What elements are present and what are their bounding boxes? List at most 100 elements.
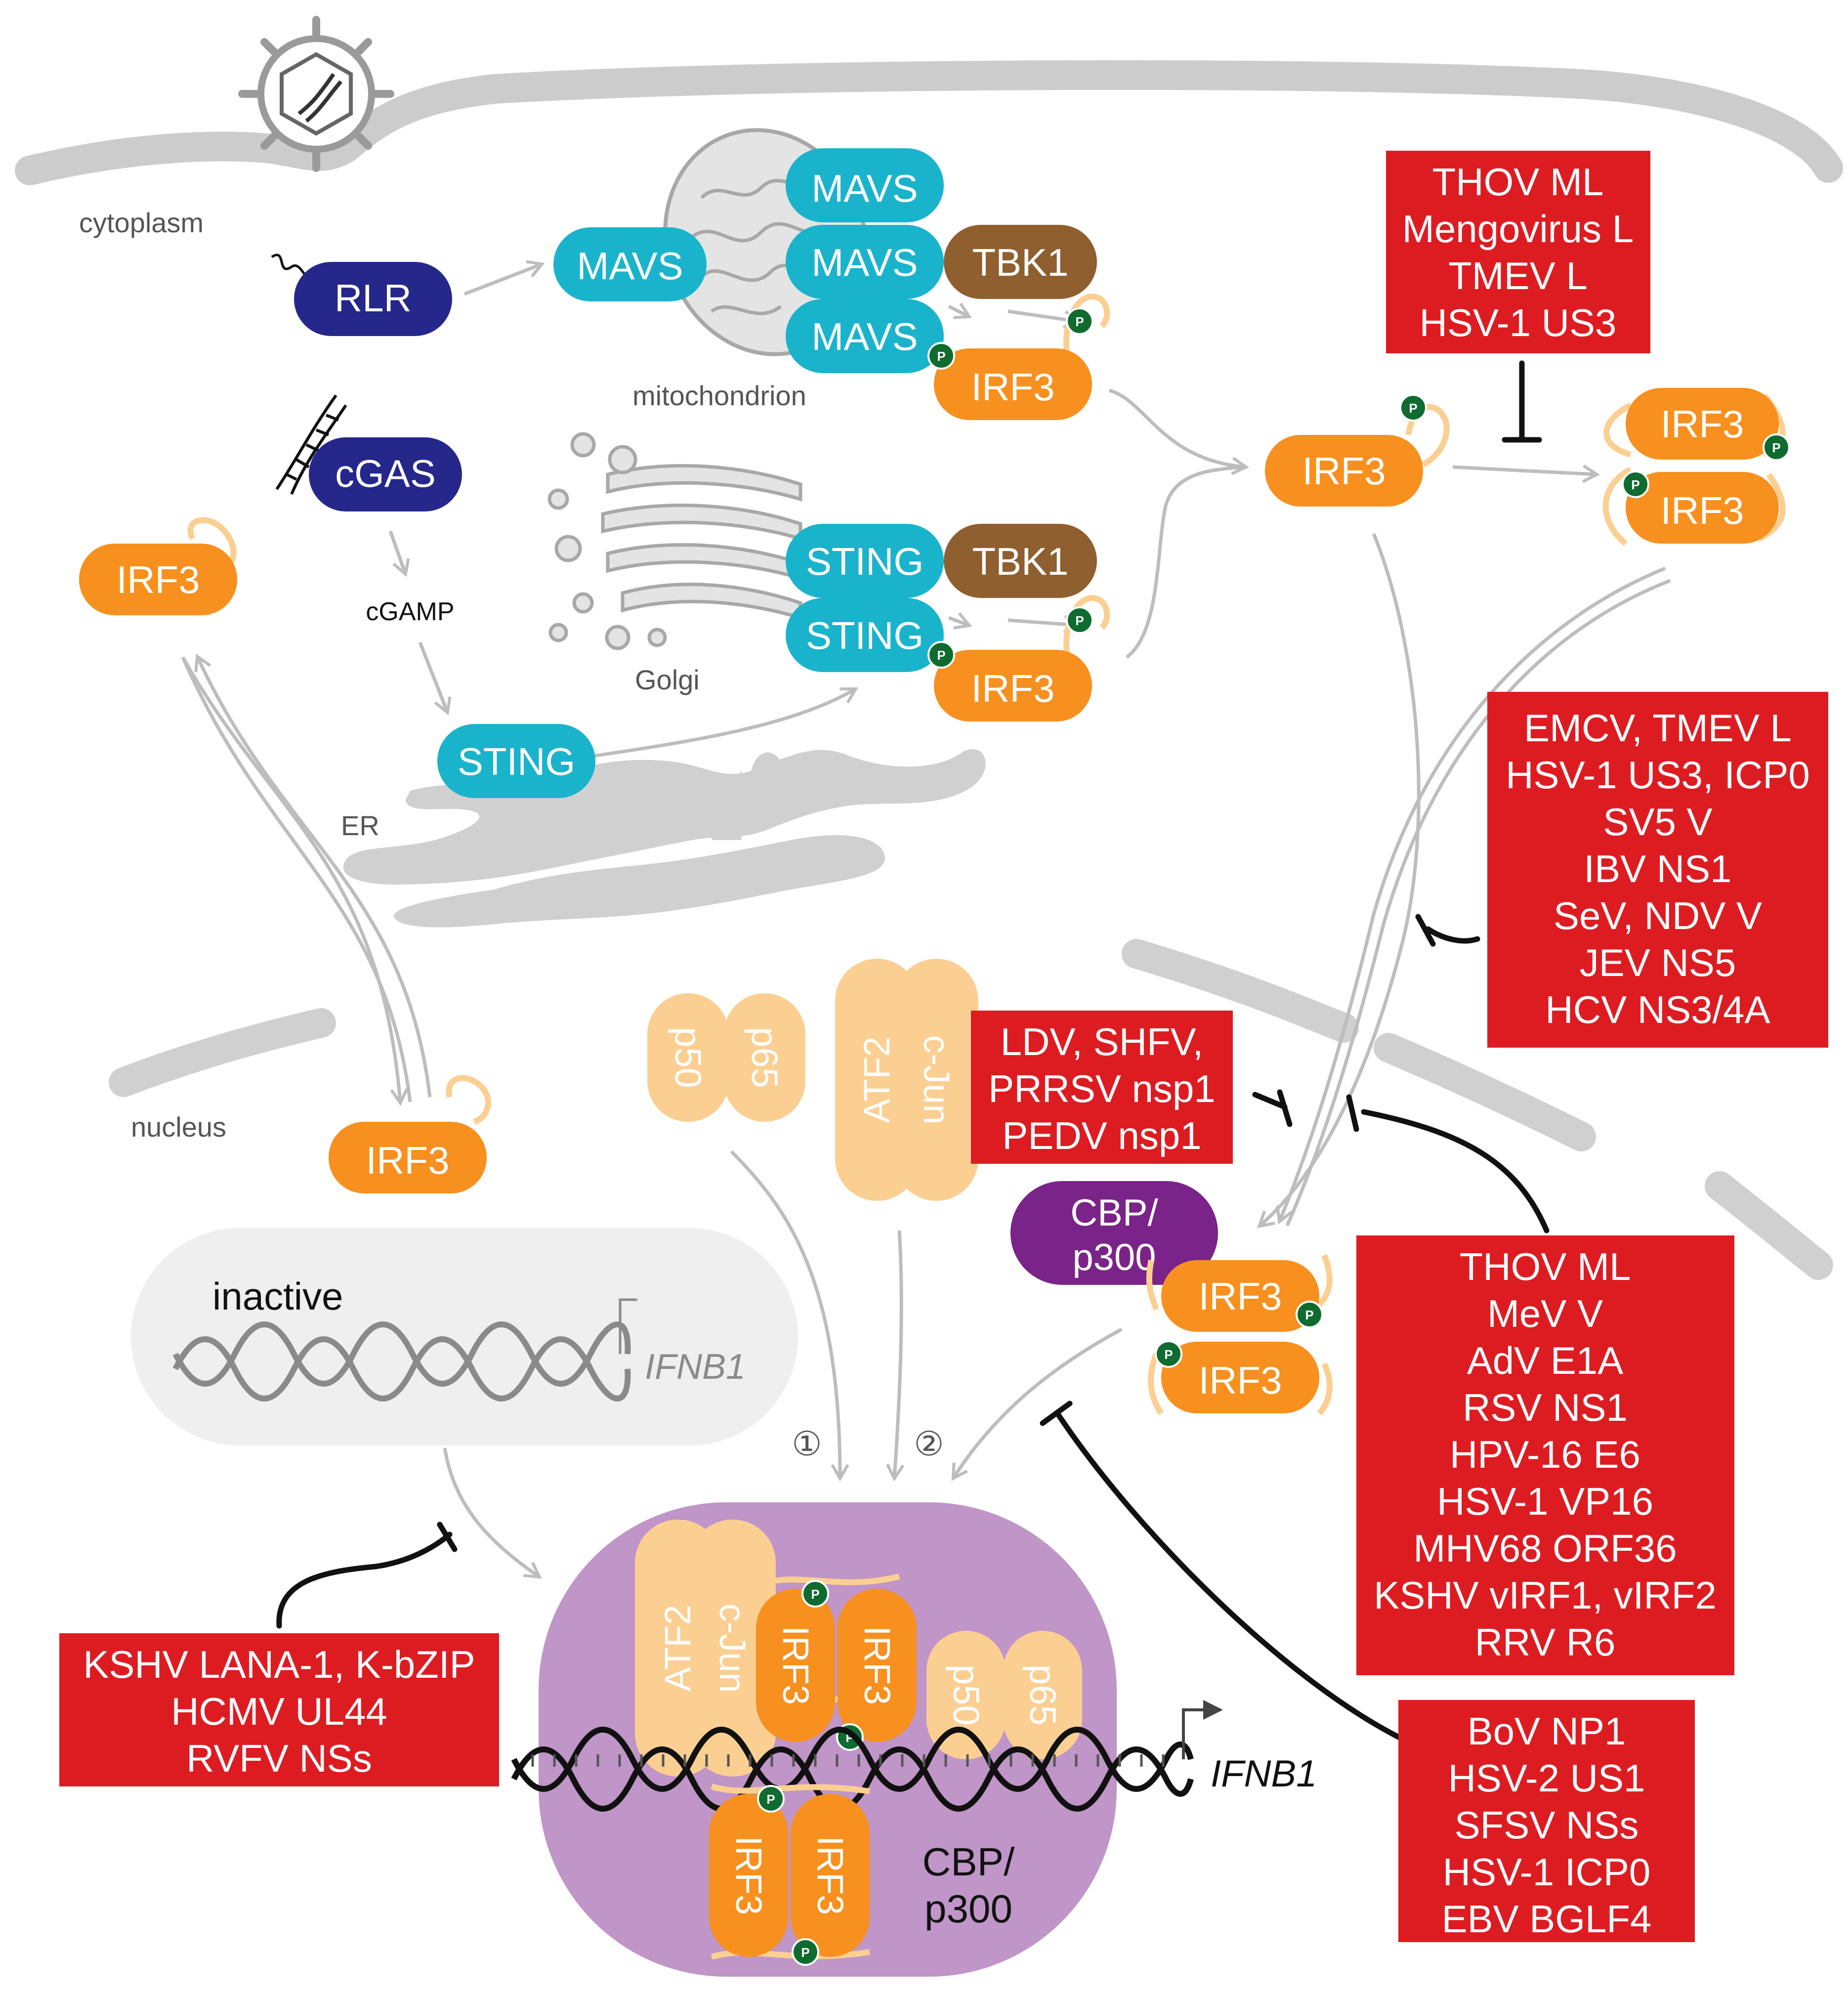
svg-text:RSV NS1: RSV NS1: [1463, 1386, 1628, 1429]
svg-text:MAVS: MAVS: [811, 315, 918, 358]
svg-text:P: P: [1305, 1308, 1313, 1322]
svg-text:IRF3: IRF3: [1302, 449, 1386, 493]
irf3-protein-mito: IRF3 P P: [927, 293, 1110, 420]
svg-text:RVFV NSs: RVFV NSs: [186, 1737, 372, 1780]
mavs-protein: MAVS: [553, 227, 707, 301]
svg-text:P: P: [937, 648, 945, 663]
cbp-label: CBP/: [923, 1840, 1015, 1884]
svg-text:IRF3: IRF3: [1198, 1274, 1282, 1318]
phospho-mavs: [927, 342, 955, 370]
svg-text:p50: p50: [668, 1027, 709, 1088]
svg-text:p65: p65: [1022, 1664, 1063, 1725]
phospho-irf3-mito: [1066, 307, 1093, 335]
inhibitor-box-translocation: EMCV, TMEV L HSV-1 US3, ICP0 SV5 V IBV N…: [1487, 692, 1828, 1048]
svg-text:PRRSV nsp1: PRRSV nsp1: [988, 1067, 1216, 1110]
dna-active: [511, 1727, 1194, 1812]
svg-text:Mengovirus L: Mengovirus L: [1402, 207, 1634, 251]
sting-golgi-aggregate: STING STING: [786, 524, 944, 672]
svg-text:IRF3: IRF3: [1198, 1358, 1282, 1402]
nuclear-envelope: [109, 939, 1833, 1280]
svg-text:SV5 V: SV5 V: [1603, 800, 1712, 844]
irf3-dimer-nuclear: IRF3 IRF3 P P: [1146, 1254, 1333, 1416]
phospho-monomer: [1399, 394, 1427, 422]
signaling-arrows: [181, 260, 1671, 1579]
svg-text:THOV ML: THOV ML: [1460, 1245, 1631, 1288]
step-2-label: ②: [914, 1425, 944, 1463]
svg-text:JEV NS5: JEV NS5: [1580, 941, 1736, 984]
svg-text:EMCV, TMEV L: EMCV, TMEV L: [1524, 706, 1792, 750]
irf3-dimer-bound-bottom: IRF3 IRF3 P P: [709, 1783, 870, 1966]
inhibitor-box-enhanceosome: BoV NP1 HSV-2 US1 SFSV NSs HSV-1 ICP0 EB…: [1398, 1700, 1695, 1942]
svg-text:MAVS: MAVS: [811, 167, 918, 210]
tbk1-protein-golgi: TBK1: [944, 524, 1097, 598]
inhibition-lines: [276, 360, 1550, 1742]
phospho-bound-bottom-b: [792, 1938, 819, 1966]
nfkb-bound: p50 p65: [926, 1631, 1082, 1759]
svg-text:MHV68 ORF36: MHV68 ORF36: [1413, 1527, 1677, 1570]
svg-text:IRF3: IRF3: [857, 1626, 898, 1705]
svg-text:P: P: [1075, 314, 1084, 329]
svg-text:P: P: [937, 349, 945, 364]
svg-text:HSV-1 US3, ICP0: HSV-1 US3, ICP0: [1506, 753, 1810, 797]
phospho-dimer-top: [1763, 433, 1790, 461]
svg-text:P: P: [766, 1792, 775, 1807]
svg-text:IRF3: IRF3: [971, 365, 1054, 409]
svg-text:p50: p50: [946, 1664, 987, 1725]
er-label: ER: [341, 810, 379, 841]
svg-text:PEDV nsp1: PEDV nsp1: [1002, 1114, 1201, 1157]
svg-text:STING: STING: [806, 540, 924, 583]
irf3-phosphorylated-monomer: IRF3 P: [1265, 394, 1450, 507]
svg-text:HPV-16 E6: HPV-16 E6: [1450, 1433, 1640, 1476]
cbp-p300-free: CBP/ p300: [1010, 1181, 1218, 1285]
mitochondrion-label: mitochondrion: [632, 380, 806, 411]
ifnb1-inactive-label: IFNB1: [645, 1347, 746, 1387]
svg-text:P: P: [1075, 613, 1084, 628]
svg-text:P: P: [811, 1587, 819, 1602]
svg-text:MAVS: MAVS: [577, 244, 683, 288]
golgi-label: Golgi: [635, 664, 700, 695]
svg-text:c-Jun: c-Jun: [916, 1035, 957, 1125]
svg-text:HCV NS3/4A: HCV NS3/4A: [1545, 988, 1770, 1031]
cytoplasm-label: cytoplasm: [79, 207, 204, 238]
svg-text:IRF3: IRF3: [366, 1139, 449, 1182]
cgas-protein: cGAS: [275, 394, 462, 511]
ap1-free: ATF2 c-Jun: [835, 959, 978, 1201]
plasma-membrane: [15, 60, 1843, 185]
svg-text:P: P: [1164, 1347, 1173, 1362]
inhibitor-box-cbp-binding: THOV ML MeV V AdV E1A RSV NS1 HPV-16 E6 …: [1356, 1235, 1734, 1675]
svg-text:HSV-1 ICP0: HSV-1 ICP0: [1443, 1850, 1651, 1894]
svg-text:HSV-1 VP16: HSV-1 VP16: [1437, 1480, 1653, 1523]
svg-text:IRF3: IRF3: [775, 1626, 816, 1705]
nfkb-free: p50 p65: [647, 993, 805, 1122]
svg-text:P: P: [1772, 440, 1780, 455]
svg-text:CBP/: CBP/: [1070, 1192, 1158, 1234]
svg-text:IBV NS1: IBV NS1: [1584, 847, 1731, 891]
nucleus-label: nucleus: [131, 1111, 226, 1143]
phospho-nuc-top: [1296, 1301, 1323, 1328]
svg-text:KSHV vIRF1, vIRF2: KSHV vIRF1, vIRF2: [1374, 1573, 1716, 1617]
ap1-bound: ATF2 c-Jun: [635, 1520, 776, 1777]
inhibitor-box-chromatin: KSHV LANA-1, K-bZIP HCMV UL44 RVFV NSs: [59, 1633, 499, 1786]
irf3-dimer-bound-top: IRF3 IRF3 P P: [756, 1573, 917, 1751]
svg-text:IRF3: IRF3: [971, 667, 1054, 710]
virus-particle-icon: [238, 16, 394, 172]
phospho-bound-bottom-a: [757, 1785, 785, 1813]
svg-text:IRF3: IRF3: [1660, 402, 1744, 446]
dna-inactive: [172, 1321, 631, 1401]
svg-text:IRF3: IRF3: [116, 558, 200, 601]
svg-text:TBK1: TBK1: [972, 241, 1068, 284]
svg-text:ATF2: ATF2: [657, 1605, 698, 1691]
svg-text:AdV E1A: AdV E1A: [1467, 1339, 1624, 1382]
svg-text:c-Jun: c-Jun: [712, 1604, 753, 1693]
svg-text:TMEV L: TMEV L: [1448, 254, 1588, 297]
svg-text:SeV, NDV V: SeV, NDV V: [1554, 894, 1762, 937]
svg-text:MeV V: MeV V: [1487, 1292, 1603, 1335]
ifnb1-active-label: IFNB1: [1211, 1753, 1317, 1795]
inactive-gene-region: inactive IFNB1: [131, 1228, 798, 1445]
irf3-inactive-cytoplasm: IRF3: [79, 517, 237, 615]
irf3-dimer-cytoplasm: IRF3 IRF3 P P: [1602, 388, 1790, 546]
phospho-nuc-bottom: [1155, 1340, 1182, 1368]
tbk1-protein-mito: TBK1: [944, 225, 1097, 299]
svg-text:IRF3: IRF3: [810, 1836, 851, 1915]
